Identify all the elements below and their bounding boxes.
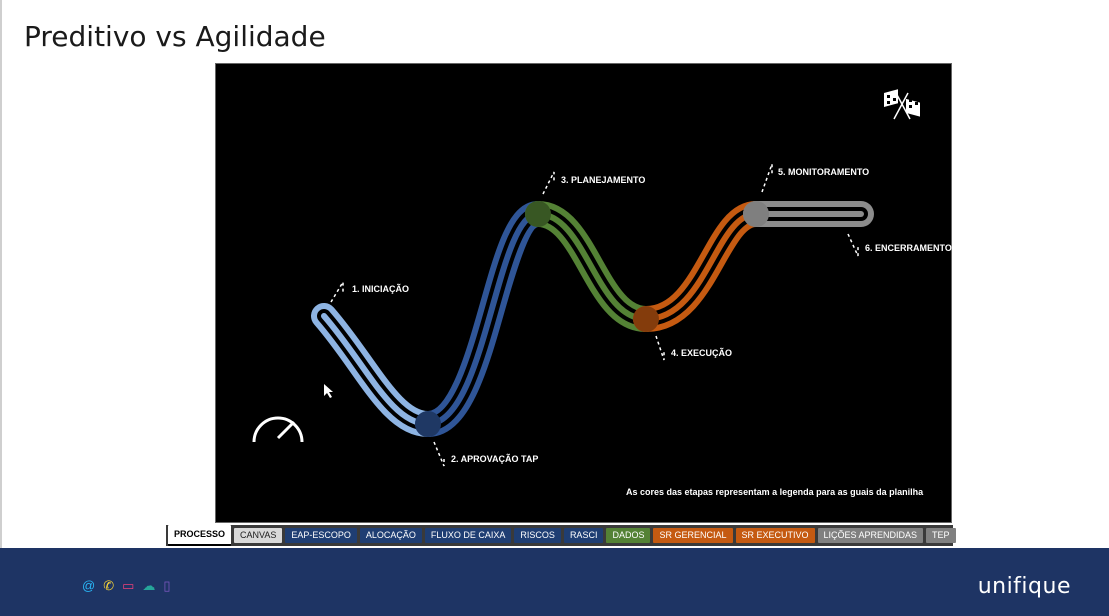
- tab-sr-gerencial[interactable]: SR GERENCIAL: [653, 528, 733, 543]
- slide-title: Preditivo vs Agilidade: [24, 20, 326, 53]
- tab-fluxo-de-caixa[interactable]: FLUXO DE CAIXA: [424, 528, 512, 543]
- sheet-tabs: PROCESSO CANVAS EAP-ESCOPO ALOCAÇÃO FLUX…: [166, 525, 956, 546]
- at-icon: @: [82, 578, 96, 593]
- node-aprovacao: [415, 411, 441, 437]
- footer-icons: @ ✆ ▭ ☁ ▯: [82, 578, 171, 594]
- cloud-icon: ☁: [142, 578, 156, 593]
- stage-label-1: 1. INICIAÇÃO: [352, 284, 410, 294]
- monitor-icon: ▭: [122, 578, 135, 593]
- phone-icon: ✆: [103, 578, 115, 593]
- tab-sr-executivo[interactable]: SR EXECUTIVO: [735, 528, 815, 543]
- node-monitoramento: [743, 201, 769, 227]
- tab-eap-escopo[interactable]: EAP-ESCOPO: [285, 528, 357, 543]
- tab-processo[interactable]: PROCESSO: [168, 525, 232, 546]
- finish-flags-icon: [884, 89, 920, 120]
- stage-label-6: 6. ENCERRAMENTO: [865, 243, 952, 253]
- tab-canvas[interactable]: CANVAS: [234, 528, 283, 543]
- footer-bar: @ ✆ ▭ ☁ ▯ unifique: [0, 548, 1109, 616]
- speedometer-icon: [252, 416, 304, 443]
- mobile-icon: ▯: [163, 578, 171, 593]
- slide-edge: [0, 0, 2, 548]
- tab-riscos[interactable]: RISCOS: [514, 528, 561, 543]
- tab-licoes-aprendidas[interactable]: LIÇÕES APRENDIDAS: [817, 528, 924, 543]
- tab-tep[interactable]: TEP: [926, 528, 956, 543]
- tab-rasci[interactable]: RASCI: [563, 528, 604, 543]
- tab-alocacao[interactable]: ALOCAÇÃO: [359, 528, 422, 543]
- node-planejamento: [525, 201, 551, 227]
- cursor-icon: [324, 384, 333, 398]
- brand-logo: unifique: [977, 574, 1071, 599]
- stage-label-4: 4. EXECUÇÃO: [671, 348, 733, 358]
- stage-label-3: 3. PLANEJAMENTO: [561, 175, 646, 185]
- stage-label-5: 5. MONITORAMENTO: [778, 167, 870, 177]
- node-execucao: [633, 306, 659, 332]
- process-diagram: 1. INICIAÇÃO 2. APROVAÇÃO TAP 3. PLANEJA…: [215, 63, 952, 523]
- road-diagram: [252, 89, 920, 467]
- stage-label-2: 2. APROVAÇÃO TAP: [451, 454, 539, 464]
- legend-note: As cores das etapas representam a legend…: [626, 487, 924, 497]
- tab-dados[interactable]: DADOS: [606, 528, 651, 543]
